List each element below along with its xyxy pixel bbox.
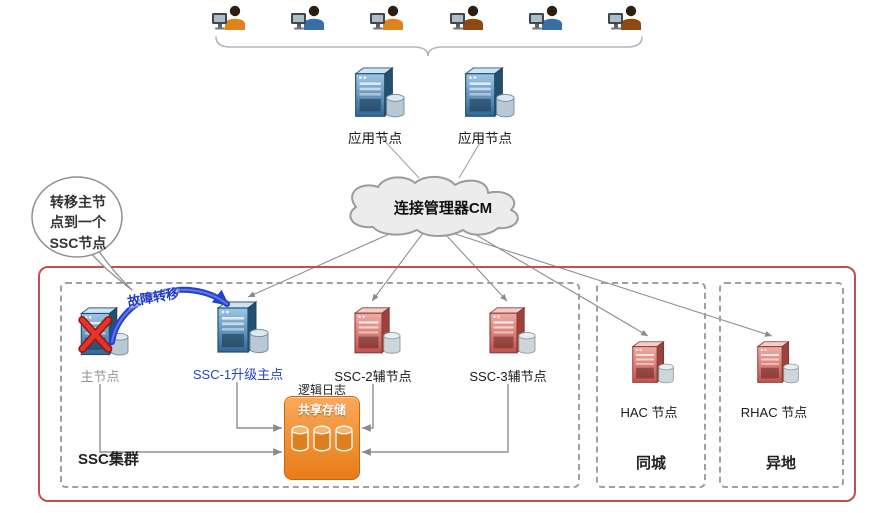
same-city-label: 同城	[635, 455, 667, 472]
storage-cylinders	[290, 423, 354, 453]
remote-label: 异地	[765, 455, 797, 472]
ssc-cluster-box	[60, 282, 580, 488]
user-at-computer-icon	[527, 3, 567, 35]
cloud-to-ssc3-line	[445, 234, 508, 302]
cloud-connection-manager: 连接管理器CM	[337, 173, 549, 239]
server-icon	[344, 66, 406, 124]
user-at-computer-icon	[289, 3, 329, 35]
user-at-computer-icon	[210, 3, 250, 35]
rhac-node	[748, 340, 800, 389]
rhac-node-label: RHAC 节点	[740, 405, 808, 420]
ssc1-node-label: SSC-1升级主点	[192, 367, 284, 382]
remote-box	[719, 282, 844, 488]
app-node-2: 应用节点	[451, 66, 519, 147]
shared-storage-label: 共享存储	[297, 403, 346, 417]
server-icon	[454, 66, 516, 124]
hac-node	[623, 340, 675, 389]
ssc3-node-label: SSC-3辅节点	[469, 369, 547, 384]
master-to-storage-arrow	[99, 384, 282, 456]
ssc2-to-storage-arrow	[362, 384, 374, 432]
cloud-label: 连接管理器CM	[393, 199, 493, 217]
database-cylinder-icon	[334, 423, 354, 453]
cluster-boundary	[38, 266, 856, 502]
users-group	[210, 1, 646, 35]
user-at-computer-icon	[368, 3, 408, 35]
app2-to-cloud-line	[458, 135, 485, 179]
cloud-shape	[349, 175, 519, 237]
ssc-cluster-label: SSC集群	[78, 451, 139, 468]
ssc2-node	[344, 306, 402, 360]
ssc3-node	[479, 306, 537, 360]
app-node-label: 应用节点	[348, 131, 402, 146]
database-cylinder-icon	[312, 423, 332, 453]
master-node-label: 主节点	[80, 369, 120, 384]
app-node-label: 应用节点	[458, 131, 512, 146]
failure-x-icon	[78, 316, 113, 353]
app1-to-cloud-line	[379, 135, 420, 179]
ssc3-to-storage-arrow	[362, 384, 509, 456]
shared-storage: 共享存储	[284, 396, 360, 480]
speech-bubble-text: 转移主节 点到一个 SSC节点	[49, 194, 107, 251]
user-at-computer-icon	[606, 3, 646, 35]
cloud-to-rhac-line	[451, 232, 773, 337]
ssc2-node-label: SSC-2辅节点	[334, 369, 412, 384]
ssc1-to-storage-arrow	[236, 382, 282, 432]
database-cylinder-icon	[290, 423, 310, 453]
master-node-failed	[78, 306, 130, 362]
same-city-box	[596, 282, 706, 488]
hac-node-label: HAC 节点	[620, 405, 678, 420]
users-brace	[215, 36, 643, 57]
app-node-1: 应用节点	[341, 66, 409, 147]
cloud-to-ssc1-line	[247, 226, 406, 298]
storage-caption: 逻辑日志	[297, 383, 347, 397]
user-at-computer-icon	[448, 3, 488, 35]
ssc1-node	[206, 300, 270, 360]
